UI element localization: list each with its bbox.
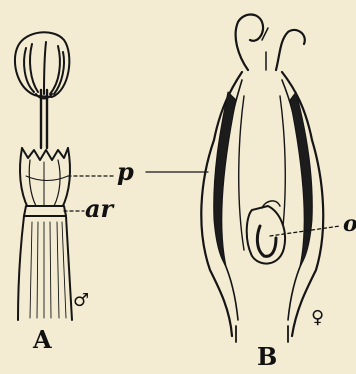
perianth-wall-right bbox=[282, 72, 323, 336]
female-symbol: ♀ bbox=[311, 309, 324, 327]
label-A: A bbox=[33, 328, 52, 352]
label-p: p bbox=[117, 160, 134, 184]
label-ar: ar bbox=[85, 197, 113, 221]
male-symbol: ♂ bbox=[73, 292, 89, 310]
stigma-icon bbox=[236, 15, 305, 71]
female-pedicel bbox=[236, 326, 288, 342]
label-o: o bbox=[343, 213, 356, 235]
ovule-icon bbox=[247, 201, 285, 264]
label-B: B bbox=[257, 345, 277, 369]
female-flower-figure bbox=[201, 15, 323, 343]
anther-icon bbox=[15, 32, 69, 148]
perianth-cup-icon bbox=[20, 148, 70, 208]
pedicel-icon bbox=[18, 216, 72, 320]
articulation-ring bbox=[24, 206, 66, 216]
male-flower-figure bbox=[15, 32, 72, 320]
perianth-wall-left bbox=[201, 72, 242, 336]
